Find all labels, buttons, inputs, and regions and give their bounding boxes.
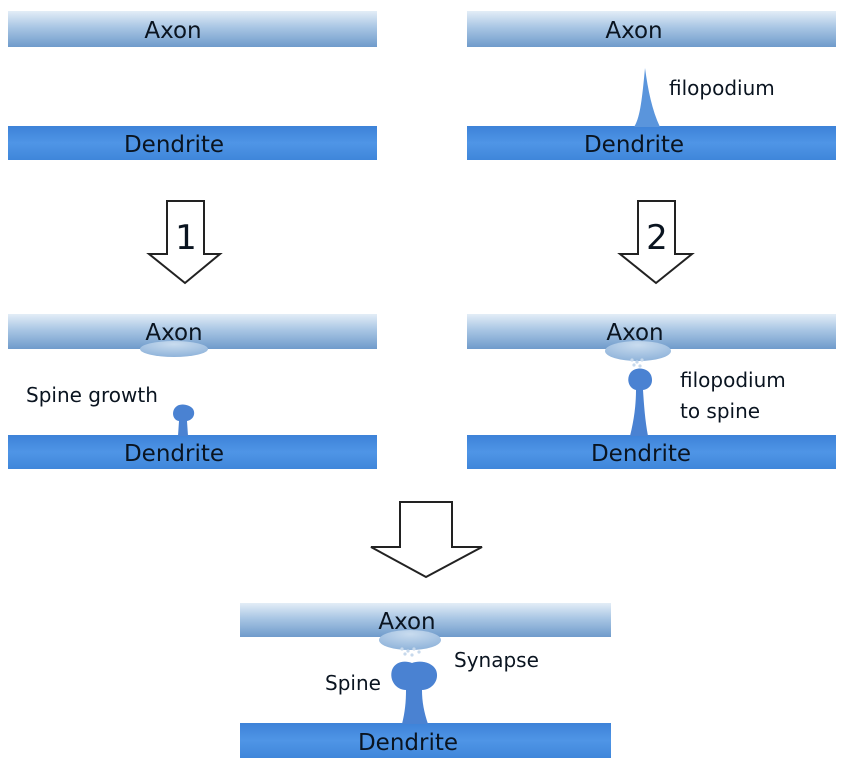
small-spine-shape (173, 404, 195, 436)
axon-label: Axon (605, 18, 662, 44)
dendrite-label: Dendrite (124, 441, 224, 467)
filopodium-label: filopodium (669, 76, 775, 100)
synaptic-vesicles (400, 647, 421, 657)
axon-bouton (605, 341, 671, 361)
step-2-arrow: 2 (617, 200, 695, 285)
dendrite-bar (240, 723, 611, 758)
dendrite-label: Dendrite (124, 132, 224, 158)
axon-label: Axon (378, 609, 435, 635)
dendrite-label: Dendrite (358, 730, 458, 756)
axon-label: Axon (144, 18, 201, 44)
axon-bar (240, 603, 611, 637)
filopodium-to-spine-label-line2: to spine (680, 399, 760, 423)
dendrite-bar (467, 435, 836, 469)
dendrite-bar (8, 126, 377, 160)
synaptic-vesicles (630, 358, 644, 368)
axon-label: Axon (606, 320, 663, 346)
filopodium-to-spine-shape (628, 368, 653, 436)
axon-bouton (379, 630, 441, 650)
panel-bottom: Axon Dendrite Spine Synapse (240, 603, 611, 758)
dendrite-bar (467, 126, 836, 160)
mature-spine-shape (391, 661, 438, 724)
merge-arrow (370, 501, 483, 579)
axon-bouton (140, 341, 208, 357)
synapse-label: Synapse (454, 648, 539, 672)
dendrite-label: Dendrite (591, 441, 691, 467)
spine-growth-label: Spine growth (26, 383, 158, 407)
down-arrow-icon (146, 200, 223, 285)
filopodium-shape (634, 68, 660, 127)
panel-top-right: Axon Dendrite filopodium (467, 11, 836, 160)
step-2-number: 2 (646, 218, 668, 258)
axon-bar (467, 11, 836, 47)
step-1-number: 1 (175, 218, 197, 258)
axon-bar (8, 11, 377, 47)
axon-label: Axon (145, 320, 202, 346)
down-arrow-icon (370, 501, 483, 579)
spine-label: Spine (325, 671, 381, 695)
panel-middle-left: Axon Dendrite Spine growth (8, 314, 377, 469)
down-arrow-icon (617, 200, 695, 285)
step-1-arrow: 1 (146, 200, 223, 285)
panel-middle-right: Axon Dendrite filopodium to spine (467, 314, 836, 469)
dendrite-bar (8, 435, 377, 469)
panel-top-left: Axon Dendrite (8, 11, 377, 160)
filopodium-to-spine-label-line1: filopodium (680, 368, 786, 392)
dendrite-label: Dendrite (584, 132, 684, 158)
